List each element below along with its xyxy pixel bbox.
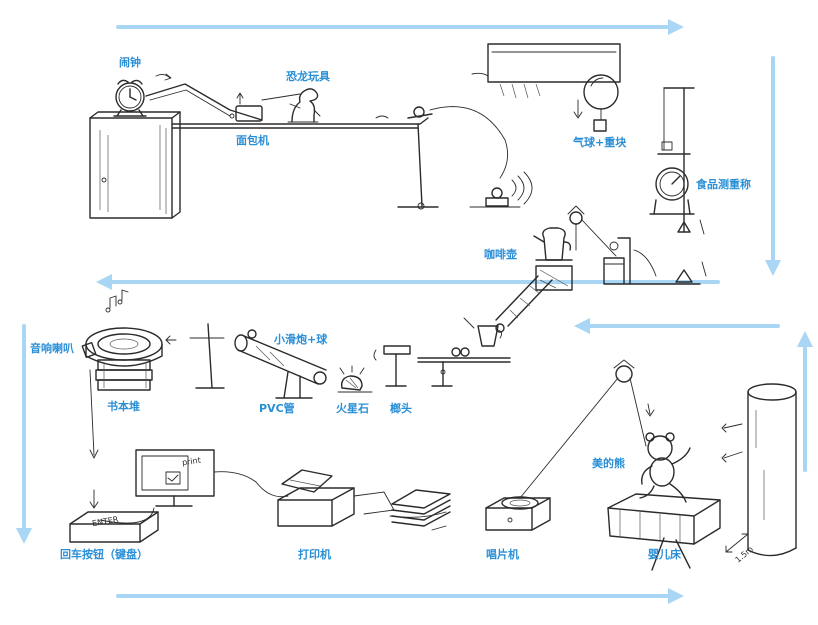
bear-drawing	[639, 403, 691, 503]
tower-fan-drawing	[721, 383, 797, 557]
label-alarm-clock: 闹钟	[119, 56, 141, 69]
dinosaur-toy-drawing	[261, 88, 321, 123]
label-flint: 火星石	[336, 402, 369, 415]
flow-arrows	[16, 19, 813, 604]
table-top	[171, 117, 429, 125]
record-player-drawing	[485, 496, 551, 531]
label-enter-key: 回车按钮（键盘）	[60, 548, 148, 561]
balloon-weight-drawing	[573, 74, 619, 132]
alarm-clock-drawing	[113, 73, 172, 117]
printer-drawing	[277, 469, 447, 527]
speaker-books-drawing	[81, 289, 163, 459]
hammer-drawing	[373, 345, 411, 387]
label-balloon-weight: 气球+重块	[573, 136, 627, 149]
label-dinosaur-toy: 恐龙玩具	[286, 70, 330, 83]
paper-stack-drawing	[391, 489, 451, 531]
toaster-drawing	[229, 92, 263, 122]
label-pvc-pipe: PVC管	[259, 402, 295, 415]
label-book-stack: 书本堆	[107, 400, 140, 413]
label-record-player: 唱片机	[486, 548, 519, 561]
label-beauty-bear: 美的熊	[592, 457, 625, 470]
monitor-print-text: print	[181, 455, 202, 468]
cup-seesaw-drawing	[417, 317, 511, 387]
label-crib: 婴儿床	[648, 548, 681, 561]
pulley-string-drawing	[519, 359, 647, 499]
trigger-post-drawing	[165, 323, 225, 389]
monitor-drawing	[99, 449, 289, 524]
label-speaker: 音响喇叭	[30, 342, 74, 355]
label-food-scale: 食品测重称	[696, 178, 751, 191]
slide-ramp-drawing	[495, 275, 553, 333]
label-coffee-pot: 咖啡壶	[484, 248, 517, 261]
enter-key-drawing	[69, 489, 159, 543]
label-printer: 打印机	[298, 548, 331, 561]
ball-trajectory	[429, 106, 509, 179]
pvc-cannon-drawing	[234, 329, 327, 399]
label-small-cannon-ball: 小滑炮+球	[274, 333, 328, 346]
catapult-stand-drawing	[375, 106, 439, 210]
ramp-1	[145, 83, 263, 121]
food-scale-drawing	[649, 87, 705, 235]
counterweight-system-drawing	[603, 237, 707, 285]
flint-drawing	[337, 365, 373, 393]
impact-target-drawing	[469, 171, 533, 208]
crib-drawing	[607, 493, 721, 571]
label-toaster: 面包机	[236, 134, 269, 147]
air-conditioner-drawing	[471, 43, 621, 99]
cabinet-drawing	[89, 111, 181, 219]
label-hammer: 榔头	[390, 402, 412, 415]
